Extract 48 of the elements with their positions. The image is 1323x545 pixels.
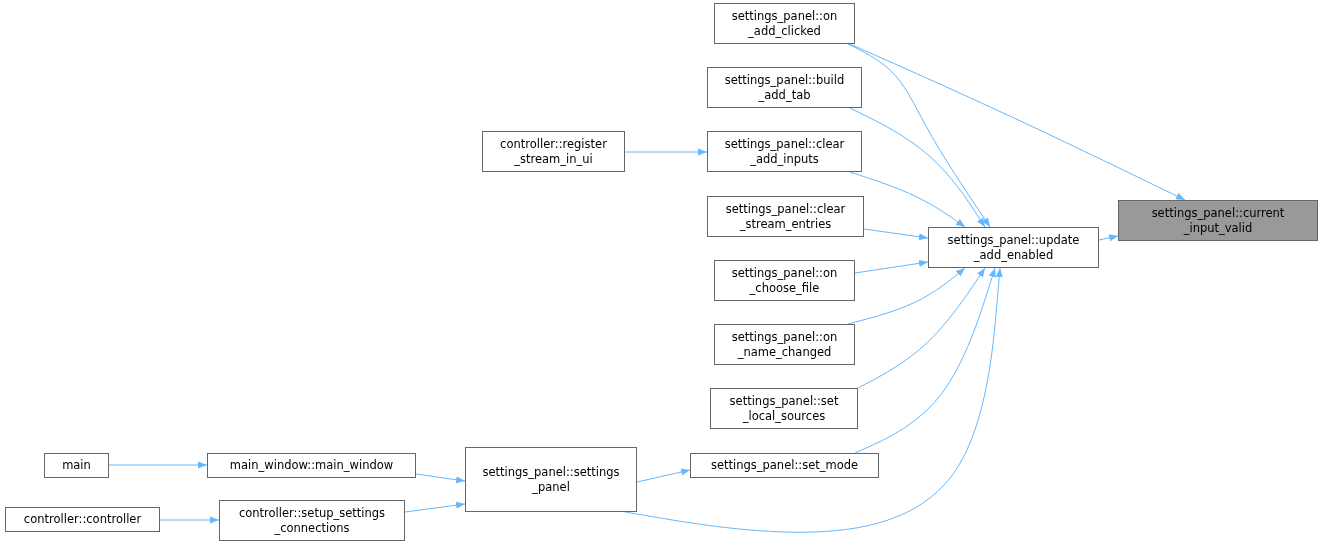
function-name: settings_panel::current _input_valid [1150,205,1286,236]
arrow [415,473,466,484]
arrow [854,259,929,274]
function-box [219,500,405,541]
function-box [1118,200,1318,241]
function-name: settings_panel::clear _add_inputs [723,136,846,167]
function-box [710,388,858,429]
function-box [707,196,864,237]
function-name: settings_panel::build _add_tab [723,72,846,103]
arrow [624,148,708,156]
function-name: main [62,458,91,473]
function-box [714,3,855,44]
arrow [404,501,466,513]
arrow [847,43,991,228]
function-name: settings_panel::on _choose_file [730,265,839,296]
arrow [857,267,986,389]
arrow [847,267,966,325]
arrow [863,228,929,241]
function-name: settings_panel::set_mode [710,458,859,473]
function-box [707,131,862,172]
function-name: settings_panel::clear _stream_entries [724,201,847,232]
function-name: settings_panel::on _name_changed [730,329,839,360]
function-name: controller::controller [23,512,142,527]
arrow [854,267,996,454]
function-box [690,453,879,478]
function-box [714,324,855,365]
function-box [5,507,160,532]
arrow [1098,234,1119,242]
function-name: settings_panel::set _local_sources [728,393,840,424]
arrow [159,516,220,524]
function-name: controller::setup_settings _connections [237,505,387,536]
function-box [482,131,625,172]
function-box [465,447,637,512]
function-name: settings_panel::settings _panel [481,464,621,495]
function-box [207,453,416,478]
arrow [849,107,986,228]
arrow [108,461,208,469]
function-box [707,67,862,108]
function-box [714,260,855,301]
function-name: settings_panel::on _add_clicked [730,8,839,39]
arrow [849,171,966,228]
function-name: main_window::main_window [229,458,394,473]
function-name: settings_panel::update _add_enabled [946,232,1081,263]
arrow [849,43,1186,201]
function-name: controller::register _stream_in_ui [499,136,608,167]
arrow [636,468,691,483]
function-box [928,227,1099,268]
function-box [44,453,109,478]
